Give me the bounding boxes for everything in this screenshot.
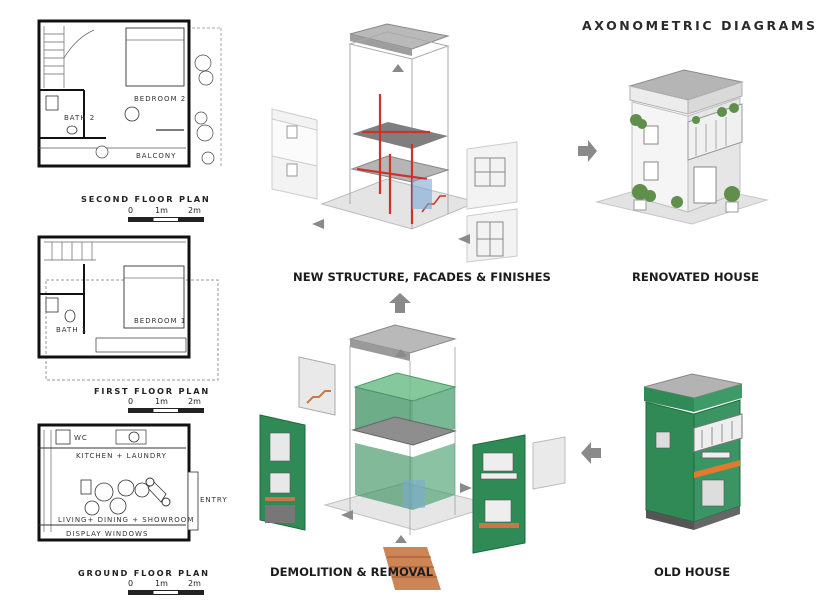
ground-floor-scale: 0 1m 2m bbox=[128, 579, 208, 595]
scale-two: 2m bbox=[188, 206, 201, 215]
room-wc: WC bbox=[74, 434, 88, 442]
scale-bar bbox=[128, 217, 204, 222]
room-display-windows: DISPLAY WINDOWS bbox=[66, 530, 148, 538]
scale-two: 2m bbox=[188, 579, 201, 588]
scale-two: 2m bbox=[188, 397, 201, 406]
ground-floor-plan: WC KITCHEN + LAUNDRY LIVING+ DINING + SH… bbox=[37, 423, 228, 542]
scale-bar bbox=[128, 590, 204, 595]
room-balcony: BALCONY bbox=[136, 152, 176, 160]
second-floor-plan-caption: SECOND FLOOR PLAN bbox=[81, 194, 211, 204]
room-bedroom-1: BEDROOM 1 bbox=[134, 317, 186, 325]
scale-one: 1m bbox=[155, 206, 168, 215]
page-title: AXONOMETRIC DIAGRAMS bbox=[582, 18, 818, 33]
ground-floor-plan-caption: GROUND FLOOR PLAN bbox=[78, 568, 210, 578]
arrow-up-icon bbox=[389, 293, 411, 313]
caption-renovated-house: RENOVATED HOUSE bbox=[632, 270, 760, 284]
first-floor-plan-caption: FIRST FLOOR PLAN bbox=[94, 386, 211, 396]
arrow-left-icon bbox=[581, 442, 601, 464]
scale-zero: 0 bbox=[128, 206, 134, 215]
room-bath-2: BATH 2 bbox=[64, 114, 95, 122]
demolition-axonometric bbox=[259, 324, 566, 590]
caption-demolition: DEMOLITION & REMOVAL bbox=[270, 565, 434, 579]
scale-one: 1m bbox=[155, 579, 168, 588]
second-floor-scale: 0 1m 2m bbox=[128, 206, 208, 222]
second-floor-plan: BEDROOM 2 BATH 2 BALCONY bbox=[37, 19, 222, 168]
room-bath-1: BATH 1 bbox=[56, 326, 87, 334]
first-floor-scale: 0 1m 2m bbox=[128, 397, 208, 413]
caption-old-house: OLD HOUSE bbox=[654, 565, 731, 579]
room-bedroom-2: BEDROOM 2 bbox=[134, 95, 186, 103]
room-kitchen: KITCHEN + LAUNDRY bbox=[76, 452, 167, 460]
room-living: LIVING+ DINING + SHOWROOM bbox=[58, 516, 194, 524]
scale-zero: 0 bbox=[128, 397, 134, 406]
caption-new-structure: NEW STRUCTURE, FACADES & FINISHES bbox=[293, 270, 551, 284]
first-floor-plan: BEDROOM 1 BATH 1 bbox=[37, 235, 219, 381]
renovated-house-axonometric bbox=[595, 69, 769, 225]
arrow-right-icon bbox=[578, 140, 597, 162]
room-entry: ENTRY bbox=[200, 496, 228, 504]
scale-one: 1m bbox=[155, 397, 168, 406]
old-house-axonometric bbox=[643, 373, 743, 530]
new-structure-axonometric bbox=[271, 23, 518, 263]
scale-bar bbox=[128, 408, 204, 413]
scale-zero: 0 bbox=[128, 579, 134, 588]
